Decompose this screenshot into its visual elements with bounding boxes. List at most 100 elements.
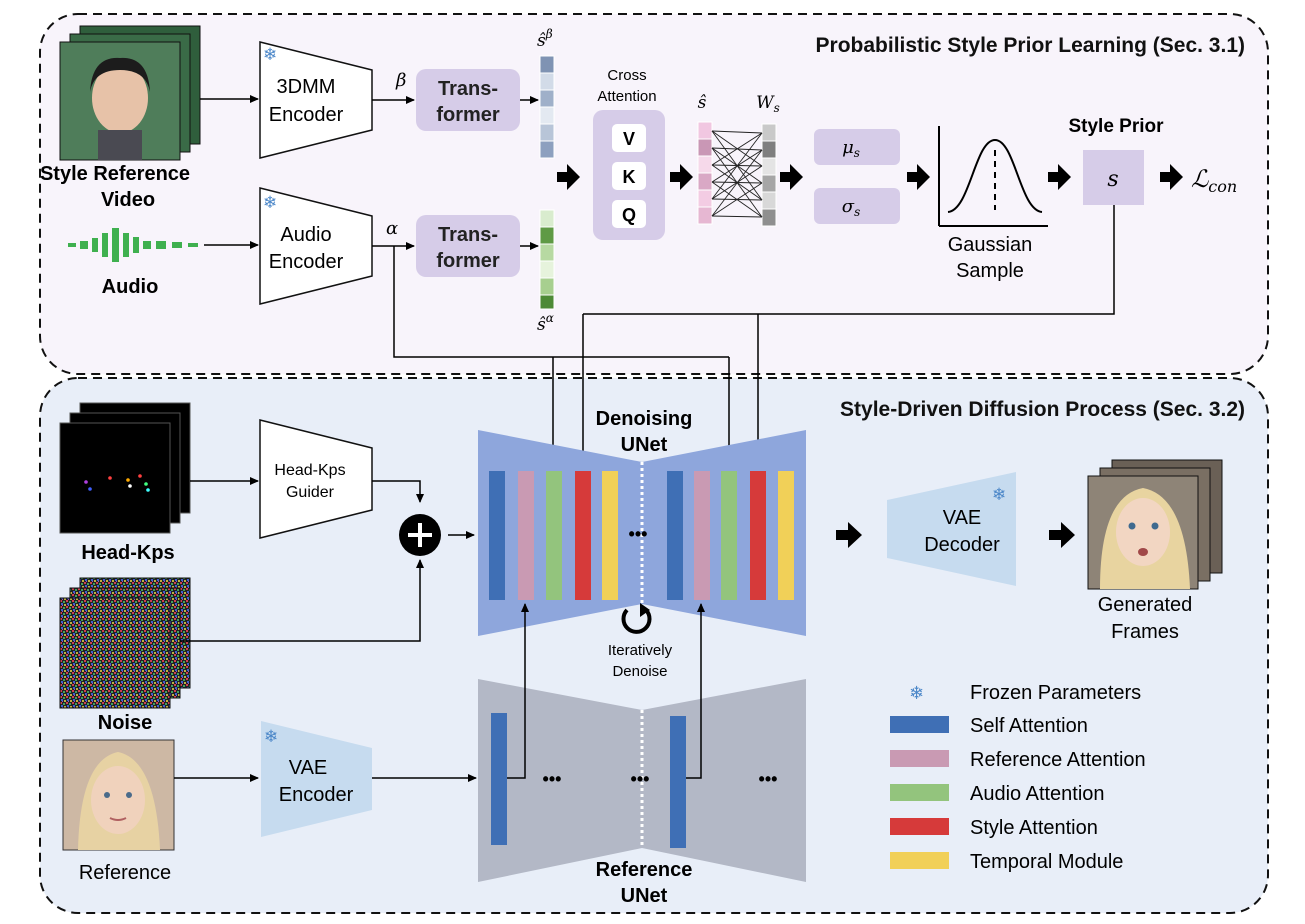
head-kps-label: Head-Kps	[81, 542, 174, 564]
3dmm-encoder-label-2: Encoder	[269, 104, 344, 126]
vae-decoder	[887, 472, 1016, 586]
legend-label-style-attention: Style Attention	[970, 817, 1098, 839]
audio-label: Audio	[102, 276, 159, 298]
gaussian-label-2: Sample	[956, 260, 1024, 282]
vae-encoder-label-2: Encoder	[279, 784, 354, 806]
to-mu-sigma-arrow	[780, 164, 803, 190]
ref-unet-to-denoise-arrow-2	[686, 603, 705, 779]
iterative-denoise-icon	[621, 603, 652, 634]
noise-label: Noise	[98, 712, 152, 734]
legend-label-temporal-module: Temporal Module	[970, 851, 1123, 873]
reference-unet-ellipsis-3: •••	[759, 769, 778, 789]
legend-swatch-reference-attention	[890, 750, 949, 767]
head-kps-frames	[59, 402, 191, 534]
s-hat-tokens	[697, 121, 713, 225]
vae-encoder-label-1: VAE	[289, 757, 328, 779]
vae-encoder	[261, 721, 372, 837]
to-gaussian-arrow	[907, 164, 930, 190]
mu-s-box	[814, 129, 900, 165]
transformer-beta-label-2: former	[436, 104, 500, 126]
bottom-panel-title: Style-Driven Diffusion Process (Sec. 3.2…	[840, 398, 1245, 421]
reference-unet-self-attn-1	[491, 713, 507, 845]
audio-encoder-label-1: Audio	[280, 224, 331, 246]
legend-swatch-temporal-module	[890, 852, 949, 869]
denoising-unet-label-2: UNet	[621, 434, 668, 456]
transformer-alpha	[416, 215, 520, 277]
to-generated-frames-arrow	[1049, 522, 1075, 548]
reference-unet-self-attn-2	[670, 716, 686, 848]
ref-unet-to-denoise-arrow-1	[507, 603, 529, 779]
attn-v-label: V	[623, 129, 635, 149]
legend-swatch-self-attention	[890, 716, 949, 733]
snowflake-icon: ❄	[264, 727, 278, 746]
to-vae-decoder-arrow	[836, 522, 862, 548]
guider-to-plus-line	[372, 480, 424, 503]
3dmm-encoder	[259, 41, 373, 159]
transformer-beta-label-1: Trans-	[438, 78, 498, 100]
legend: ❄ Frozen Parameters Self Attention Refer…	[890, 682, 1146, 873]
reference-label: Reference	[79, 862, 171, 884]
to-loss-arrow	[1160, 164, 1183, 190]
s-alpha-tokens	[539, 209, 555, 310]
transformer-beta	[416, 69, 520, 131]
iterative-label-1: Iteratively	[608, 642, 673, 659]
alpha-symbol: α	[386, 218, 398, 239]
to-style-prior-arrow	[1048, 164, 1071, 190]
denoising-unet-ellipsis: •••	[629, 524, 648, 544]
style-prior-box	[1083, 150, 1144, 205]
legend-label-frozen: Frozen Parameters	[970, 682, 1141, 704]
snowflake-icon: ❄	[909, 683, 924, 703]
reference-unet-ellipsis-2: •••	[631, 769, 650, 789]
gaussian-label-1: Gaussian	[948, 234, 1033, 256]
cross-attention-label-2: Attention	[597, 88, 656, 105]
legend-label-self-attention: Self Attention	[970, 715, 1088, 737]
denoising-unet-layers-left	[489, 471, 618, 600]
cross-attention-label-1: Cross	[607, 67, 646, 84]
style-prior-label: Style Prior	[1068, 116, 1164, 137]
attn-v-box	[612, 124, 646, 152]
reference-unet-label-1: Reference	[596, 859, 693, 881]
snowflake-icon: ❄	[263, 193, 277, 212]
attn-q-label: Q	[622, 205, 636, 225]
reference-unet-left	[478, 679, 642, 882]
style-prior-routing-line	[583, 205, 1115, 315]
audio-encoder	[259, 187, 373, 305]
vae-decoder-label-2: Decoder	[924, 534, 1000, 556]
noise-to-plus-line	[180, 559, 424, 642]
snowflake-icon: ❄	[992, 485, 1006, 504]
generated-frames	[1087, 459, 1223, 590]
sigma-s-box	[814, 188, 900, 224]
s-beta-tokens	[539, 55, 555, 159]
legend-swatch-style-attention	[890, 818, 949, 835]
snowflake-icon: ❄	[263, 45, 277, 64]
noise-frames	[59, 577, 191, 709]
s-hat-symbol: ŝ	[698, 93, 707, 113]
vae-decoder-label-1: VAE	[943, 507, 982, 529]
beta-symbol: β	[395, 70, 406, 91]
attn-q-box	[612, 200, 646, 228]
guider-label-2: Guider	[286, 484, 335, 501]
gaussian-plot	[938, 126, 1048, 227]
head-kps-guider	[259, 419, 373, 539]
to-s-hat-arrow	[670, 164, 693, 190]
legend-swatch-audio-attention	[890, 784, 949, 801]
denoising-unet-label-1: Denoising	[596, 408, 693, 430]
iterative-label-2: Denoise	[612, 663, 667, 680]
audio-encoder-label-2: Encoder	[269, 251, 344, 273]
generated-label-2: Frames	[1111, 621, 1179, 643]
audio-routing-line	[393, 246, 729, 358]
legend-label-reference-attention: Reference Attention	[970, 749, 1146, 771]
reference-unet-label-2: UNet	[621, 885, 668, 907]
fully-connected-lines	[711, 130, 763, 218]
reference-image	[62, 739, 175, 851]
3dmm-encoder-label-1: 3DMM	[277, 76, 336, 98]
transformer-alpha-label-1: Trans-	[438, 224, 498, 246]
top-panel-title: Probabilistic Style Prior Learning (Sec.…	[816, 34, 1245, 57]
attn-k-label: K	[623, 167, 636, 187]
reference-unet-right	[642, 679, 806, 882]
to-cross-attention-arrow	[557, 164, 580, 190]
style-video-label-2: Video	[101, 189, 155, 211]
guider-label-1: Head-Kps	[274, 462, 345, 479]
style-reference-video	[59, 25, 201, 161]
